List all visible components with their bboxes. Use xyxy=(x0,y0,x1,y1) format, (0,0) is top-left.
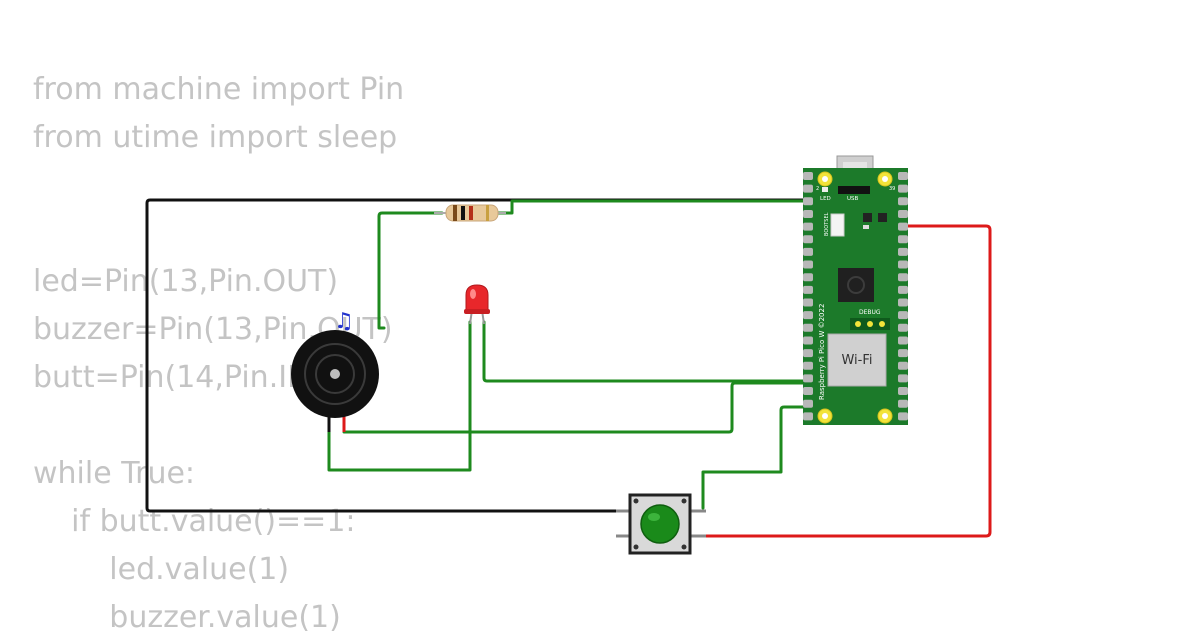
pin-pad[interactable] xyxy=(803,323,813,332)
code-line: butt=Pin(14,Pin.IN) xyxy=(33,360,322,395)
wire-green-led[interactable] xyxy=(482,320,810,383)
pin-pad[interactable] xyxy=(803,285,813,294)
wire-red-vbus[interactable] xyxy=(700,224,992,538)
pin-pad[interactable] xyxy=(898,323,908,332)
bootsel-button[interactable] xyxy=(830,213,845,237)
wire-green-buzzer[interactable] xyxy=(342,381,810,434)
buzzer[interactable] xyxy=(291,330,379,432)
push-button[interactable] xyxy=(616,493,706,555)
pin-pad[interactable] xyxy=(898,399,908,408)
pin-pad[interactable] xyxy=(803,412,813,421)
code-line: from machine import Pin xyxy=(33,72,405,107)
code-line: from utime import sleep xyxy=(33,120,398,155)
pin-pad[interactable] xyxy=(898,361,908,370)
bootsel-label: BOOTSEL xyxy=(824,212,830,236)
wire-green-button[interactable] xyxy=(701,405,810,510)
pin-pad[interactable] xyxy=(803,184,813,193)
pin-pad[interactable] xyxy=(898,311,908,320)
pin-pad[interactable] xyxy=(898,374,908,383)
code-line: buzzer.value(1) xyxy=(33,600,341,635)
pin-pad[interactable] xyxy=(898,412,908,421)
pin-pad[interactable] xyxy=(898,172,908,180)
pin-pad[interactable] xyxy=(803,374,813,383)
pin-pad[interactable] xyxy=(803,209,813,218)
pin-pad[interactable] xyxy=(898,387,908,396)
pin-pad[interactable] xyxy=(898,285,908,294)
wire-black-gnd[interactable] xyxy=(145,198,810,513)
board-model-text: Raspberry Pi Pico W ©2022 xyxy=(818,304,826,400)
pin-pad[interactable] xyxy=(803,273,813,282)
pin-pad[interactable] xyxy=(898,247,908,256)
pin-pad[interactable] xyxy=(898,336,908,345)
pin-pad[interactable] xyxy=(898,184,908,193)
pin-pad[interactable] xyxy=(803,336,813,345)
pin-pad[interactable] xyxy=(803,387,813,396)
pin-pad[interactable] xyxy=(803,298,813,307)
left-pin-header xyxy=(803,172,813,421)
pin-pad[interactable] xyxy=(898,298,908,307)
code-overlay: from machine import Pin from utime impor… xyxy=(33,66,404,642)
wires xyxy=(145,198,992,538)
wire-green-led-cathode[interactable] xyxy=(327,320,472,472)
wire-green-resistor[interactable] xyxy=(496,199,810,215)
debug-label: DEBUG xyxy=(859,309,881,316)
pin-pad[interactable] xyxy=(898,260,908,269)
pin-pad[interactable] xyxy=(803,247,813,256)
pin-pad[interactable] xyxy=(803,222,813,231)
wifi-label: Wi-Fi xyxy=(841,353,872,368)
pin-pad[interactable] xyxy=(803,260,813,269)
usb-label: USB xyxy=(847,196,859,202)
code-line: while True: xyxy=(33,456,196,491)
pin-pad[interactable] xyxy=(898,273,908,282)
led-label: LED xyxy=(820,196,831,202)
pin-pad[interactable] xyxy=(898,235,908,244)
wifi-module xyxy=(827,333,887,387)
pin-pad[interactable] xyxy=(898,197,908,206)
pin-pad[interactable] xyxy=(803,235,813,244)
pin-2-label: 2 xyxy=(816,186,819,192)
pin-pad[interactable] xyxy=(803,399,813,408)
red-led[interactable] xyxy=(464,284,490,325)
music-note-icon: ♫ xyxy=(334,309,354,334)
pin-39-label: 39 xyxy=(889,186,895,192)
pico-w-board[interactable]: DEBUG USB LED BOOTSEL 2 39 Wi-Fi Raspber… xyxy=(803,155,908,425)
pin-pad[interactable] xyxy=(803,172,813,180)
pin-pad[interactable] xyxy=(803,361,813,370)
resistor[interactable] xyxy=(434,204,506,222)
code-line: led.value(1) xyxy=(33,552,290,587)
right-pin-header xyxy=(898,172,908,421)
pin-pad[interactable] xyxy=(898,349,908,358)
rp2040-chip xyxy=(838,268,874,302)
wire-green-resistor-left[interactable] xyxy=(377,211,444,330)
pin-pad[interactable] xyxy=(803,197,813,206)
pin-pad[interactable] xyxy=(898,222,908,231)
pin-pad[interactable] xyxy=(803,311,813,320)
code-line: led=Pin(13,Pin.OUT) xyxy=(33,264,339,299)
pin-pad[interactable] xyxy=(898,209,908,218)
pin-pad[interactable] xyxy=(803,349,813,358)
